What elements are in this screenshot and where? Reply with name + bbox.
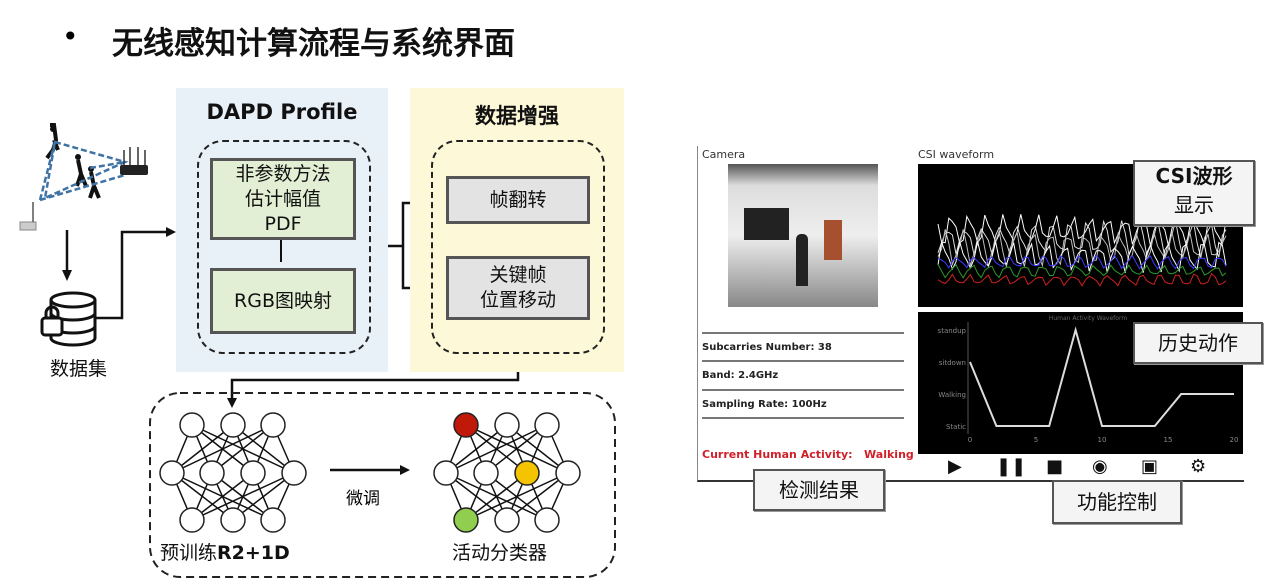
y-tick-label: sitdown — [939, 359, 966, 367]
classifier-label: 活动分类器 — [452, 542, 548, 564]
net-node — [433, 460, 459, 486]
net-edge — [485, 424, 548, 474]
box-line: 位置移动 — [479, 289, 556, 311]
stop-button[interactable]: ■ — [1046, 456, 1064, 477]
frame-flip-box: 帧翻转 — [446, 176, 590, 224]
dapd-profile-panel: DAPD Profile 非参数方法 估计幅值 PDF RGB图映射 — [176, 88, 388, 372]
callout-line: 显示 — [1174, 193, 1214, 217]
net-edge — [445, 424, 508, 474]
sampling-info: Sampling Rate: 100Hz — [702, 389, 904, 410]
net-node — [453, 412, 479, 438]
wifi-sensing-icon — [19, 123, 148, 231]
net-node — [494, 507, 520, 533]
dapd-title: DAPD Profile — [206, 100, 358, 124]
dapd-group — [197, 140, 371, 354]
csi-series — [937, 272, 1227, 287]
csi-label: CSI waveform — [918, 148, 995, 161]
activity-line — [969, 326, 1234, 427]
net-edge — [191, 472, 295, 521]
pause-button[interactable]: ❚❚ — [996, 456, 1027, 477]
callout-line: CSI波形 — [1155, 164, 1233, 188]
record-button[interactable]: ◉ — [1092, 456, 1108, 477]
current-activity: Current Human Activity: Walking — [702, 448, 914, 461]
model-name: R2+1D — [217, 542, 290, 564]
net-edge — [465, 472, 569, 521]
keyframe-shift-box: 关键帧 位置移动 — [446, 256, 590, 320]
net-node — [453, 507, 479, 533]
box-line: RGB图映射 — [234, 289, 332, 312]
camera-label: Camera — [702, 148, 746, 161]
net-node — [220, 412, 246, 438]
activity-value: Walking — [864, 448, 914, 461]
net-edge — [211, 424, 274, 474]
net-node — [199, 460, 225, 486]
net-edge — [232, 472, 295, 521]
net-edge — [445, 424, 548, 474]
activity-label: Current Human Activity: — [702, 448, 853, 461]
net-node — [555, 460, 581, 486]
x-tick-label: 10 — [1098, 436, 1107, 444]
rgb-mapping-box: RGB图映射 — [210, 268, 356, 334]
net-node — [179, 412, 205, 438]
history-callout: 历史动作 — [1133, 322, 1263, 364]
database-lock-icon — [40, 291, 97, 347]
net-node — [494, 412, 520, 438]
csi-series — [937, 254, 1227, 270]
augment-title: 数据增强 — [475, 104, 559, 128]
pdf-estimation-box: 非参数方法 估计幅值 PDF — [210, 158, 356, 240]
net-edge — [506, 472, 569, 521]
control-callout: 功能控制 — [1052, 480, 1182, 524]
system-interface: Camera CSI waveform Subcarries Number: 3… — [697, 146, 1244, 482]
x-tick-label: 15 — [1164, 436, 1173, 444]
box-line: PDF — [264, 212, 302, 235]
net-node — [281, 460, 307, 486]
box-line: 帧翻转 — [489, 188, 547, 211]
net-edge — [171, 424, 274, 474]
net-node — [473, 460, 499, 486]
pretrain-text: 预训练 — [160, 542, 218, 564]
net-edge — [191, 472, 254, 521]
net-edge — [171, 424, 234, 474]
net-node — [534, 412, 560, 438]
slide-title: 无线感知计算流程与系统界面 — [112, 26, 515, 62]
data-augmentation-panel: 数据增强 帧翻转 关键帧 位置移动 — [410, 88, 624, 372]
y-tick-label: Walking — [938, 391, 966, 399]
net-node — [534, 507, 560, 533]
bullet: • — [62, 20, 79, 53]
dataset-label: 数据集 — [50, 358, 108, 380]
augment-group — [431, 140, 605, 354]
net-node — [260, 507, 286, 533]
net-edge — [465, 472, 528, 521]
box-line: 估计幅值 — [244, 187, 321, 210]
save-button[interactable]: ▣ — [1141, 456, 1159, 477]
chart-title: Human Activity Waveform — [1049, 315, 1128, 322]
camera-feed — [728, 164, 878, 307]
csi-callout: CSI波形 显示 — [1133, 160, 1255, 226]
subcarriers-info: Subcarries Number: 38 — [702, 332, 904, 353]
csi-series — [937, 229, 1227, 268]
net-node — [179, 507, 205, 533]
net-node — [240, 460, 266, 486]
finetune-label: 微调 — [346, 489, 380, 509]
x-tick-label: 5 — [1034, 436, 1038, 444]
result-callout: 检测结果 — [753, 469, 885, 511]
csi-series — [937, 263, 1227, 279]
box-line: 非参数方法 — [235, 162, 331, 185]
settings-gear-icon[interactable]: ⚙ — [1190, 456, 1207, 477]
pipeline-diagram — [19, 123, 616, 578]
y-tick-label: Static — [946, 423, 966, 431]
net-node — [159, 460, 185, 486]
y-tick-label: standup — [938, 327, 967, 335]
x-tick-label: 0 — [968, 436, 972, 444]
pretrain-label: 预训练R2+1D — [160, 538, 290, 565]
box-line: 关键帧 — [489, 264, 547, 286]
play-button[interactable]: ▶ — [948, 456, 962, 477]
net-node — [220, 507, 246, 533]
x-tick-label: 20 — [1230, 436, 1239, 444]
csi-series — [937, 219, 1227, 258]
band-info: Band: 2.4GHz — [702, 360, 904, 381]
net-node — [260, 412, 286, 438]
net-node — [514, 460, 540, 486]
